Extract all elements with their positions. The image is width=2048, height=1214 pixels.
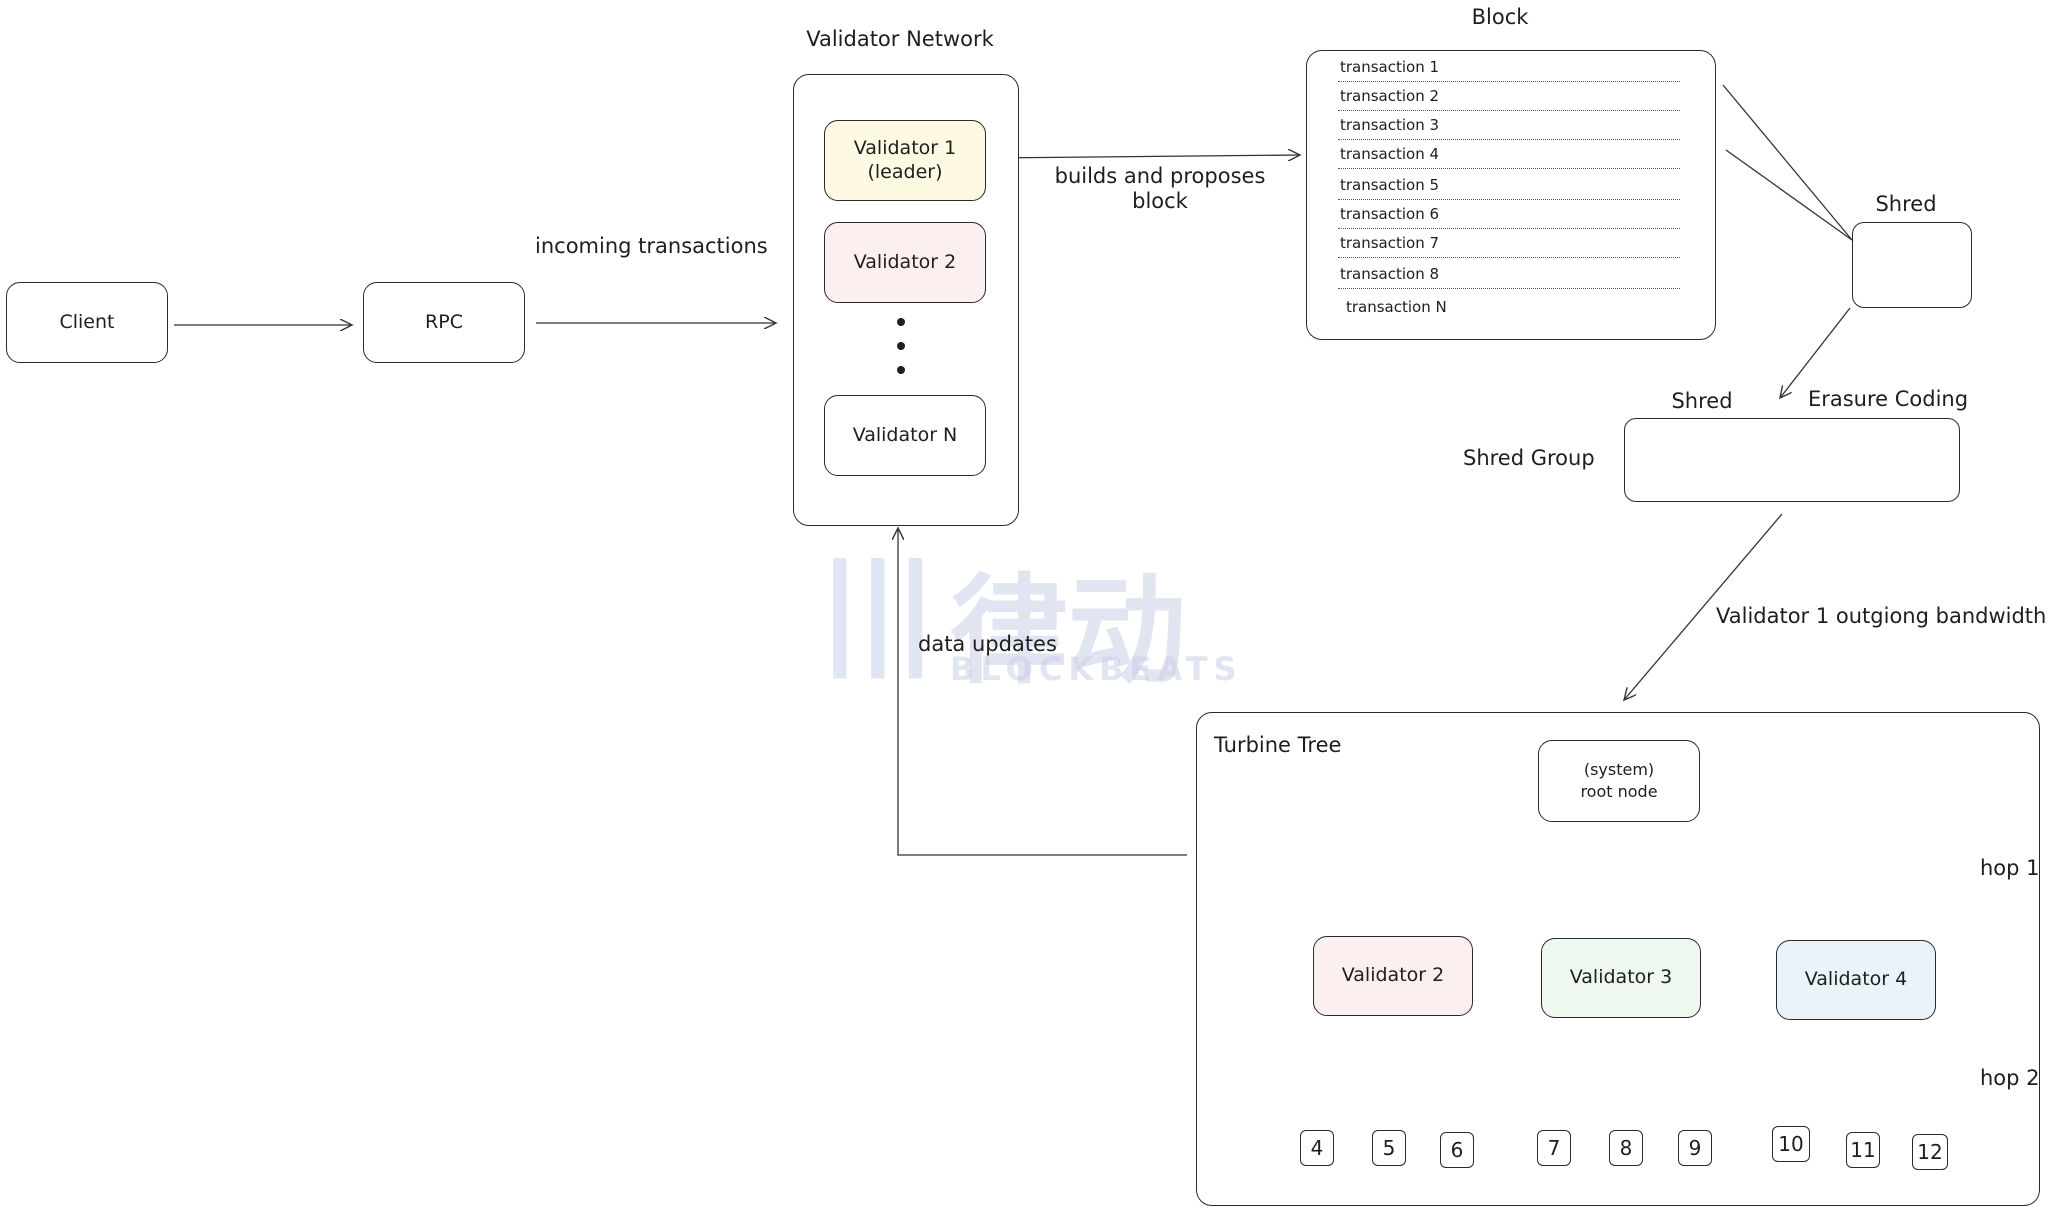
validator-1-role: (leader) [867, 160, 943, 183]
watermark-logo: ||| [818, 540, 938, 679]
tree-validator-2: Validator 2 [1313, 936, 1473, 1016]
block-transaction: transaction 4 [1338, 145, 1680, 169]
hop1-label: hop 1 [1980, 856, 2040, 880]
arrow-data-updates [898, 528, 1187, 856]
rpc-label: RPC [425, 310, 463, 333]
block-transaction: transaction 3 [1338, 116, 1680, 140]
root-node: (system) root node [1538, 740, 1700, 822]
block-title: Block [1471, 5, 1529, 29]
ellipsis-dot [897, 342, 905, 350]
arrow-leader-block [989, 155, 1300, 158]
root-node-line2: root node [1580, 782, 1658, 801]
block-transaction: transaction N [1346, 298, 1447, 316]
builds-proposes-label: builds and proposes block [1054, 164, 1266, 214]
leaf-node: 7 [1537, 1130, 1571, 1166]
data-updates-label: data updates [918, 632, 1057, 656]
line-block-shred-a [1722, 84, 1853, 241]
block-transaction: transaction 5 [1338, 176, 1680, 200]
block-transaction: transaction 8 [1338, 265, 1680, 289]
leaf-node: 12 [1912, 1134, 1948, 1170]
arrow-shred-group [1780, 307, 1851, 398]
rpc-box: RPC [363, 282, 525, 363]
client-label: Client [59, 310, 115, 333]
tree-validator-2-label: Validator 2 [1341, 964, 1445, 987]
leaf-node: 10 [1772, 1126, 1810, 1162]
block-transaction: transaction 6 [1338, 205, 1680, 229]
ellipsis-dot [897, 366, 905, 374]
tree-validator-3-label: Validator 3 [1569, 966, 1673, 989]
block-transaction: transaction 7 [1338, 234, 1680, 258]
erasure-coding-title: Erasure Coding [1807, 387, 1969, 411]
watermark-cn: 律动 [950, 562, 1187, 700]
leaf-node: 6 [1440, 1132, 1474, 1168]
ellipsis-dot [897, 318, 905, 326]
leaf-node: 5 [1372, 1130, 1406, 1166]
leaf-node: 9 [1678, 1130, 1712, 1166]
arrow-group-tree [1624, 513, 1783, 700]
leaf-node: 4 [1300, 1130, 1334, 1166]
block-container [1306, 50, 1716, 340]
validator-2: Validator 2 [824, 222, 986, 303]
root-node-line1: (system) [1583, 760, 1655, 780]
outgoing-bandwidth-label: Validator 1 outgiong bandwidth [1716, 604, 2047, 628]
validator-network-title: Validator Network [806, 27, 994, 51]
hop2-label: hop 2 [1980, 1066, 2040, 1090]
client-box: Client [6, 282, 168, 363]
shred-group-shred-title: Shred [1671, 389, 1733, 413]
shred-group-label: Shred Group [1463, 446, 1595, 470]
tree-validator-3: Validator 3 [1541, 938, 1701, 1018]
block-transaction: transaction 2 [1338, 87, 1680, 111]
validator-2-label: Validator 2 [853, 250, 957, 273]
incoming-transactions-label: incoming transactions [535, 234, 768, 258]
validator-1-label: Validator 1 [853, 136, 957, 159]
watermark-en: BLOCKBEATS [950, 650, 1243, 688]
leaf-node: 8 [1609, 1130, 1643, 1166]
leaf-node: 11 [1846, 1132, 1880, 1168]
line-block-shred-b [1725, 149, 1853, 241]
block-transaction: transaction 1 [1338, 58, 1680, 82]
turbine-tree-title: Turbine Tree [1214, 733, 1342, 757]
shred-title: Shred [1875, 192, 1937, 216]
validator-n: Validator N [824, 395, 986, 476]
validator-n-label: Validator N [852, 423, 958, 446]
shred-card [1852, 222, 1972, 308]
validator-1-leader: Validator 1 (leader) [824, 120, 986, 201]
tree-validator-4: Validator 4 [1776, 940, 1936, 1020]
tree-validator-4-label: Validator 4 [1804, 968, 1908, 991]
shred-group-card [1624, 418, 1960, 502]
